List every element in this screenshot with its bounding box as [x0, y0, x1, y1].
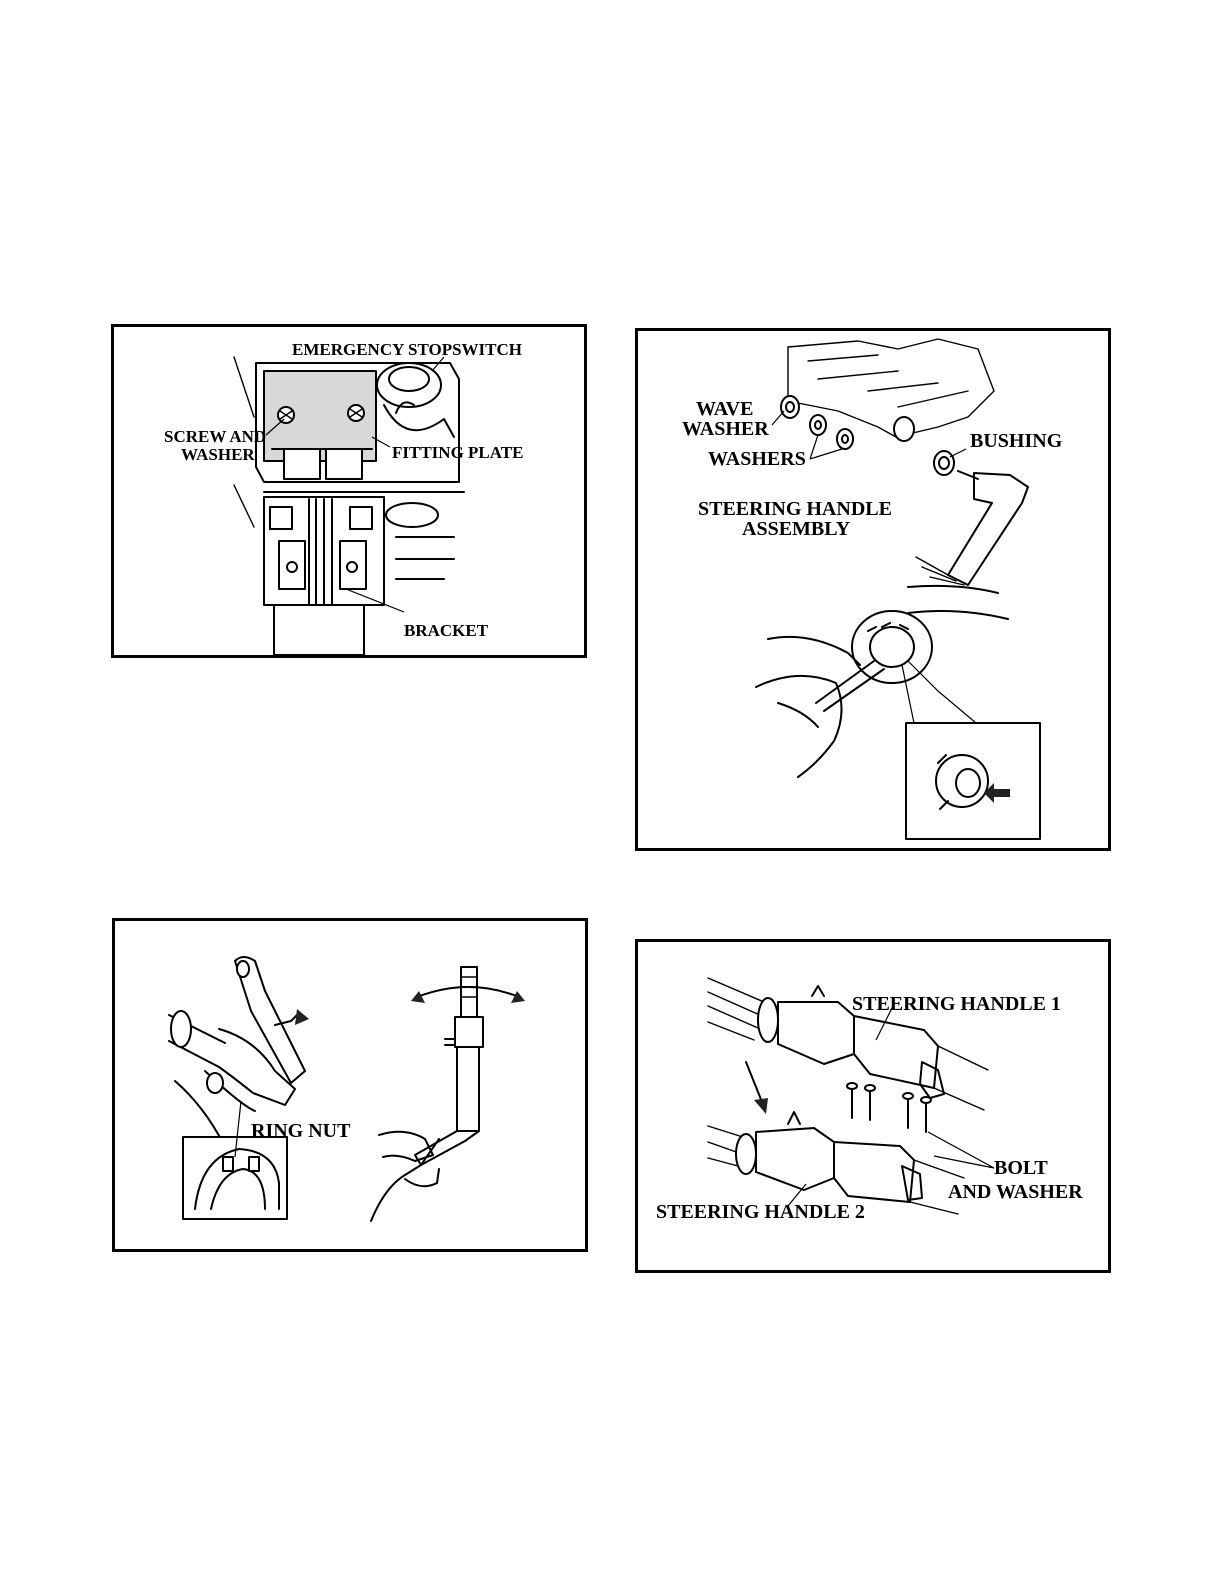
steering-handle-2-arm	[834, 1142, 914, 1202]
label-washers: WASHERS	[708, 448, 806, 470]
leader-bolt	[928, 1132, 994, 1168]
down-arrow-line	[746, 1062, 762, 1102]
steering-handle-assembly-illustration: WAVE WASHER WASHERS BUSHING STEERING HAN…	[638, 331, 1108, 848]
steering-handles-illustration: STEERING HANDLE 1 BOLT AND WASHER STEERI…	[638, 942, 1108, 1270]
label-bolt: BOLT	[994, 1157, 1048, 1179]
bolts	[852, 1088, 926, 1132]
label-emergency-stopswitch: EMERGENCY STOPSWITCH	[292, 340, 522, 359]
label-screw-and: SCREW AND	[164, 427, 266, 446]
ring-nut-illustration: RING NUT	[115, 921, 585, 1249]
leader-bushing	[950, 449, 966, 457]
steering-handle-1-arm	[854, 1016, 938, 1088]
upper-hand	[768, 637, 860, 665]
figure-ring-nut: RING NUT	[112, 918, 588, 1252]
bracket-post	[274, 605, 364, 655]
label-assembly: ASSEMBLY	[742, 518, 851, 540]
label-fitting-plate: FITTING PLATE	[392, 443, 523, 462]
screwdriver-hand	[371, 1165, 421, 1221]
label-steering-handle-1: STEERING HANDLE 1	[852, 993, 1061, 1015]
handle-column	[457, 1047, 479, 1131]
label-steering-handle-2: STEERING HANDLE 2	[656, 1201, 865, 1223]
steering-handle-1-body	[778, 1002, 854, 1064]
label-bracket: BRACKET	[404, 621, 489, 640]
label-wave-washer: WASHER	[682, 418, 769, 440]
label-steering-handle: STEERING HANDLE	[698, 498, 892, 520]
upper-shaft	[461, 967, 477, 1017]
label-ring-nut: RING NUT	[251, 1120, 351, 1142]
emergency-stop-switch-illustration: EMERGENCY STOPSWITCH SCREW AND WASHER FI…	[114, 327, 584, 655]
figure-steering-handles: STEERING HANDLE 1 BOLT AND WASHER STEERI…	[635, 939, 1111, 1273]
figure-emergency-stop-switch: EMERGENCY STOPSWITCH SCREW AND WASHER FI…	[111, 324, 587, 658]
rotation-arrow	[417, 987, 519, 997]
leader-wave-washer	[772, 411, 784, 425]
label-and-washer: AND WASHER	[948, 1181, 1083, 1203]
label-washer: WASHER	[181, 445, 255, 464]
figure-steering-handle-assembly: WAVE WASHER WASHERS BUSHING STEERING HAN…	[635, 328, 1111, 851]
down-arrow	[754, 1098, 768, 1114]
steering-handle-2-body	[756, 1128, 834, 1190]
lower-hand	[756, 676, 842, 777]
upper-shaft-lines	[708, 978, 764, 1040]
label-wave: WAVE	[696, 398, 753, 420]
steering-handle-arm	[948, 473, 1028, 585]
label-bushing: BUSHING	[970, 430, 1063, 452]
